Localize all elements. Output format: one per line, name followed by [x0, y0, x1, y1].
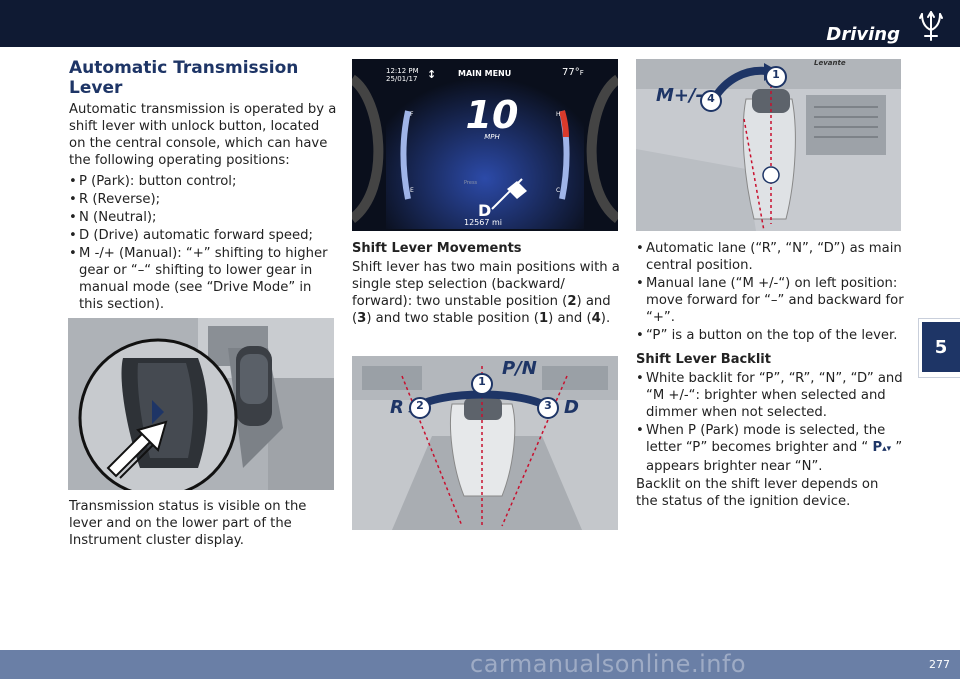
- list-item: White backlit for “P”, “R”, “N”, “D” and…: [636, 370, 904, 421]
- list-item: P (Park): button control;: [69, 173, 339, 190]
- callout-1: 1: [478, 375, 486, 388]
- status-paragraph-block: Transmission status is visible on the le…: [69, 498, 339, 553]
- shift-positions-diagram: P/N R D 1 2 3: [352, 356, 618, 530]
- trident-logo-icon: [919, 11, 943, 41]
- header-bar: Driving: [0, 0, 960, 47]
- manual-lane-diagram: M+/- 1 4 Levante: [636, 59, 901, 231]
- callout-4: 4: [707, 92, 715, 105]
- transmission-lever-section: Automatic Transmission Lever Automatic t…: [69, 58, 339, 314]
- phone-icon: ↕: [427, 68, 437, 81]
- cluster-date: 25/01/17: [386, 75, 418, 83]
- footer-bar: carmanualsonline.info 277: [0, 650, 960, 679]
- list-item: M -/+ (Manual): “+” shifting to higher g…: [69, 245, 339, 313]
- manual-mode-label: M+/-: [656, 85, 704, 106]
- list-item: R (Reverse);: [69, 191, 339, 208]
- pn-label: P/N: [502, 358, 537, 379]
- cluster-odometer: 12567 mi: [464, 218, 503, 227]
- cluster-speed-unit: MPH: [484, 133, 500, 141]
- cluster-gear: D: [478, 201, 492, 220]
- cluster-temperature: 77°F: [562, 67, 584, 78]
- list-item: D (Drive) automatic forward speed;: [69, 227, 339, 244]
- watermark: carmanualsonline.info: [470, 650, 747, 678]
- list-item: When P (Park) mode is selected, the lett…: [636, 422, 904, 475]
- section-title: Driving: [826, 24, 900, 45]
- positions-list: P (Park): button control; R (Reverse); N…: [69, 173, 339, 313]
- subsection-heading: Shift Lever Movements: [352, 241, 522, 256]
- cluster-main-menu: MAIN MENU: [458, 69, 512, 78]
- callout-3: 3: [544, 399, 552, 412]
- instrument-cluster-image: 12:12 PM 25/01/17 ↕ MAIN MENU 77°F F E H…: [352, 59, 618, 231]
- cluster-speed: 10: [465, 93, 519, 137]
- temp-cold-label: C: [556, 187, 561, 194]
- section-heading: Automatic Transmission Lever: [69, 58, 299, 98]
- intro-paragraph: Automatic transmission is operated by a …: [69, 102, 337, 168]
- callout-1: 1: [772, 68, 780, 81]
- chapter-number: 5: [934, 336, 948, 358]
- subsection-heading: Shift Lever Backlit: [636, 352, 771, 367]
- d-label: D: [564, 397, 579, 418]
- p-indicator-icon: P: [872, 440, 883, 455]
- status-paragraph: Transmission status is visible on the le…: [69, 499, 307, 548]
- lanes-and-backlit-section: Automatic lane (“R”, “N”, “D”) as main c…: [636, 240, 904, 514]
- chapter-tab[interactable]: 5: [918, 318, 960, 378]
- callout-2: 2: [416, 399, 424, 412]
- cluster-time: 12:12 PM: [386, 67, 419, 75]
- list-item: Automatic lane (“R”, “N”, “D”) as main c…: [636, 240, 904, 274]
- list-item: N (Neutral);: [69, 209, 339, 226]
- list-item: “P” is a button on the top of the lever.: [636, 327, 904, 344]
- brand-badge: Levante: [814, 59, 846, 67]
- cluster-press-hint: Press: [464, 180, 478, 186]
- fuel-empty-label: E: [410, 187, 414, 194]
- list-item: Manual lane (“M +/-“) on left position: …: [636, 275, 904, 326]
- shift-lever-unlock-photo: [68, 318, 334, 490]
- lanes-list: Automatic lane (“R”, “N”, “D”) as main c…: [636, 240, 904, 344]
- movements-paragraph: Shift lever has two main positions with …: [352, 260, 620, 326]
- page-number: 277: [929, 658, 950, 671]
- fuel-full-label: F: [410, 111, 414, 118]
- backlit-list: White backlit for “P”, “R”, “N”, “D” and…: [636, 370, 904, 475]
- r-label: R: [390, 397, 404, 418]
- shift-lever-movements-section: Shift Lever Movements Shift lever has tw…: [352, 240, 620, 331]
- temp-hot-label: H: [556, 111, 561, 118]
- backlit-footer-paragraph: Backlit on the shift lever depends on th…: [636, 477, 879, 509]
